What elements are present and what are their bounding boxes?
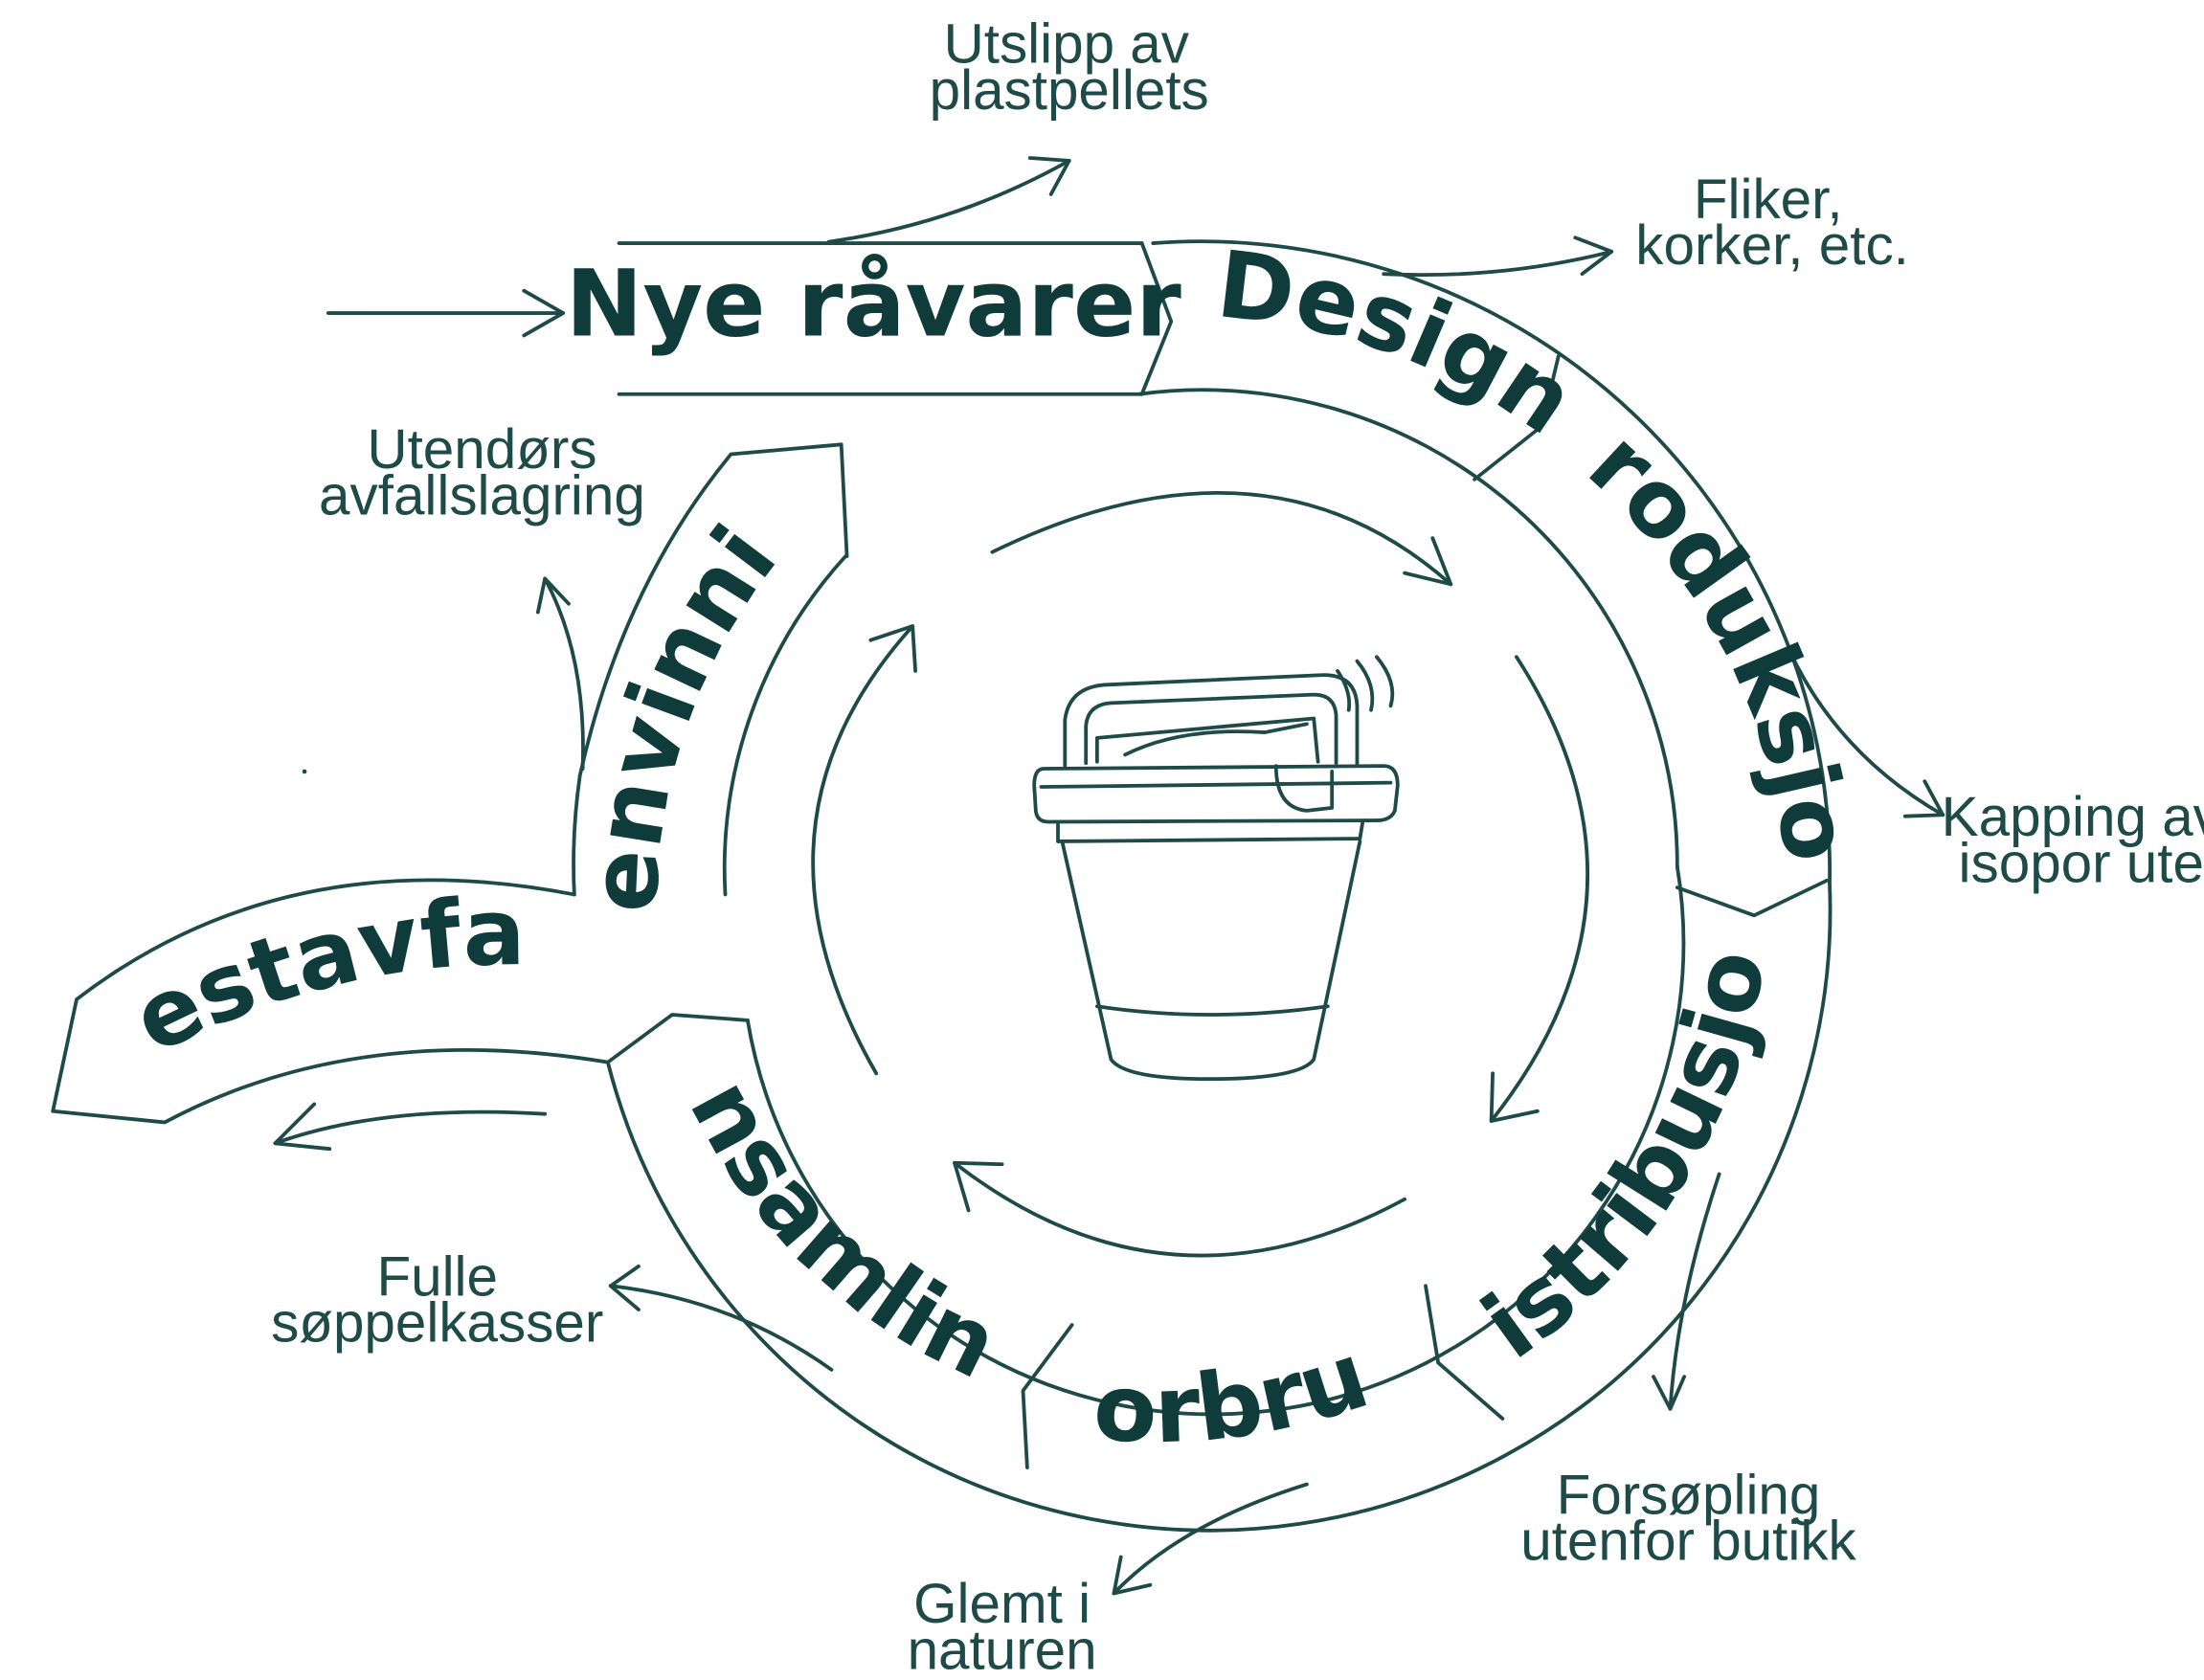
ring-inner: [722, 388, 1686, 1417]
gjenvinning-banner: [577, 442, 849, 778]
leak-note-fliker: Fliker, korker, etc.: [1635, 168, 1909, 277]
segment-dividers: [605, 241, 1829, 1469]
stage-design: Design: [1212, 231, 1593, 456]
note-isopor-line1: Kapping av: [1942, 786, 2204, 848]
note-glemt-line1: Glemt i: [913, 1573, 1091, 1635]
note-forsopling-line2: utenfor butikk: [1520, 1510, 1856, 1572]
stage-design-label: Design: [1212, 231, 1593, 456]
stage-innsamling-label: Innsamling: [0, 0, 1014, 1400]
leak-note-isopor: Kapping av isopor ute: [1942, 786, 2204, 894]
leak-note-plastpellets: Utslipp av plastpellets: [930, 13, 1209, 122]
note-utendors-line2: avfallslagring: [319, 464, 645, 526]
stage-nye-ravarer: Nye råvarer: [566, 250, 1182, 357]
leak-note-fulle: Fulle søppelkasser: [271, 1245, 603, 1354]
note-utendors-line1: Utendørs: [367, 418, 596, 481]
restavfall-banner: [51, 878, 610, 1152]
stage-distribusjon: Distribusjon: [0, 0, 1787, 1379]
leak-note-forsopling: Forsøpling utenfor butikk: [1520, 1464, 1856, 1572]
nye-ravarer-banner: [326, 241, 1144, 396]
stage-restavfall: Restavfall: [0, 0, 526, 1074]
stage-produksjon: Produksjon: [0, 0, 1871, 868]
note-plastpellets-line1: Utslipp av: [944, 13, 1189, 76]
leak-arrows: [535, 156, 1945, 1596]
note-forsopling-line1: Forsøpling: [1557, 1464, 1821, 1526]
stage-restavfall-label: Restavfall: [0, 0, 526, 1074]
inner-cycle-arrows: [811, 491, 1590, 1258]
note-isopor-line2: isopor ute: [1959, 832, 2204, 894]
note-glemt-line2: naturen: [908, 1619, 1097, 1680]
note-fliker-line1: Fliker,: [1694, 168, 1843, 231]
ring-outer: [572, 239, 1833, 1533]
note-fulle-line1: Fulle: [376, 1245, 498, 1308]
stray-dot: [302, 769, 307, 774]
stage-innsamling: Innsamling: [0, 0, 1014, 1400]
leak-note-glemt: Glemt i naturen: [908, 1573, 1097, 1680]
stage-distribusjon-label: Distribusjon: [0, 0, 1787, 1379]
plastic-tub-icon: [1032, 655, 1400, 1082]
note-plastpellets-line2: plastpellets: [930, 59, 1209, 122]
note-fliker-line2: korker, etc.: [1635, 214, 1909, 277]
note-fulle-line2: søppelkasser: [271, 1292, 603, 1355]
leak-note-utendors: Utendørs avfallslagring: [319, 418, 645, 526]
stage-produksjon-label: Produksjon: [0, 0, 1871, 868]
